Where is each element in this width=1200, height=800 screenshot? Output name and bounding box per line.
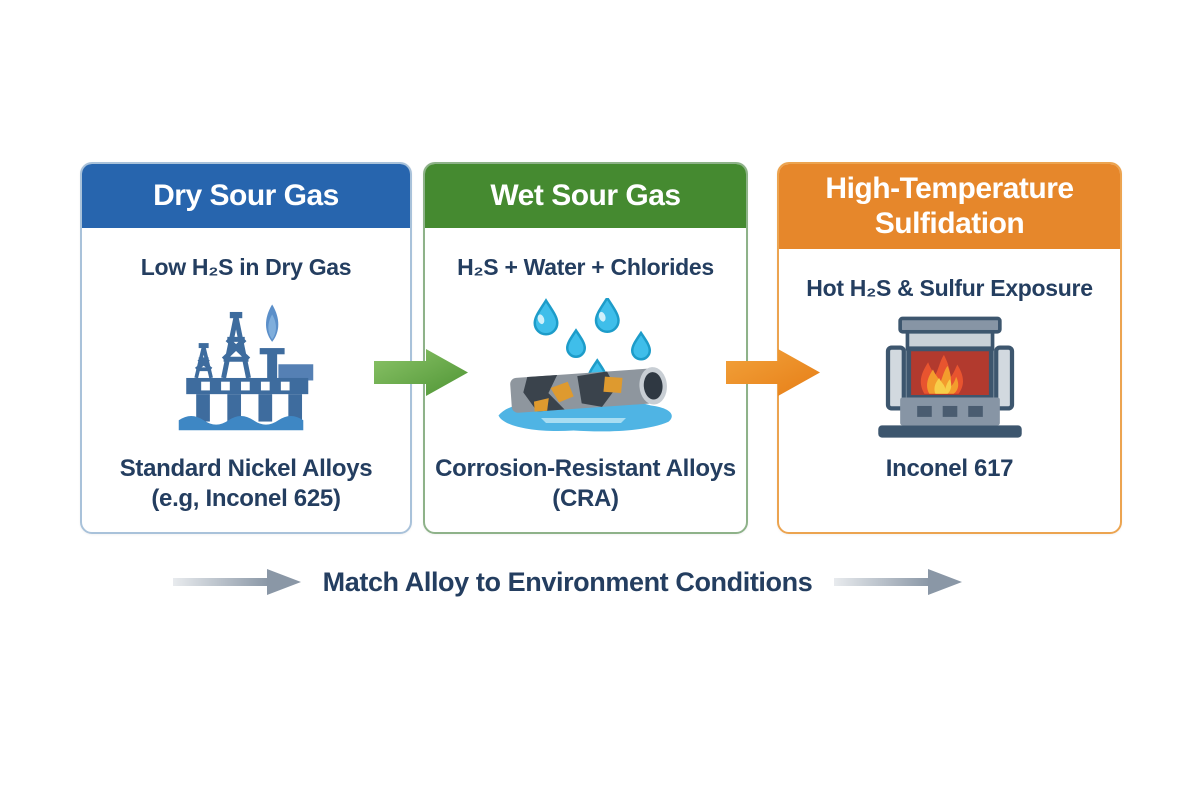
banner-right-arrow-icon: [834, 569, 963, 595]
flow-arrow-green-icon: [374, 349, 468, 396]
card-dry-sour-gas: Dry Sour Gas Low H₂S in Dry Gas: [80, 162, 412, 534]
alloy-line-1: Standard Nickel Alloys: [119, 455, 373, 482]
card-alloy-wet-sour-gas: Corrosion-Resistant Alloys (CRA): [425, 454, 746, 532]
oil-platform-icon: [82, 281, 410, 454]
banner-left-arrow-icon: [172, 569, 301, 595]
card-wet-sour-gas: Wet Sour Gas H₂S + Water + Chlorides: [423, 162, 748, 534]
corroded-pipe-icon: [425, 281, 746, 454]
bottom-banner: Match Alloy to Environment Conditions: [0, 558, 1135, 606]
card-alloy-high-temperature-sulfidation: Inconel 617: [779, 454, 1120, 532]
alloy-line-2: (e.g, Inconel 625): [151, 485, 341, 512]
alloy-line-2: (CRA): [552, 485, 619, 512]
card-subtitle-wet-sour-gas: H₂S + Water + Chlorides: [457, 254, 714, 280]
alloy-line-1: Corrosion-Resistant Alloys: [435, 455, 736, 482]
card-subtitle-high-temperature-sulfidation: Hot H₂S & Sulfur Exposure: [806, 275, 1093, 301]
card-title-wet-sour-gas: Wet Sour Gas: [425, 164, 746, 228]
alloy-line-1: Inconel 617: [885, 455, 1014, 482]
flow-arrow-orange-icon: [726, 349, 820, 396]
banner-text: Match Alloy to Environment Conditions: [322, 566, 813, 597]
card-alloy-dry-sour-gas: Standard Nickel Alloys (e.g, Inconel 625…: [82, 454, 410, 532]
card-subtitle-dry-sour-gas: Low H₂S in Dry Gas: [140, 254, 352, 280]
card-title-dry-sour-gas: Dry Sour Gas: [82, 164, 410, 228]
furnace-icon: [779, 302, 1120, 454]
card-title-high-temperature-sulfidation: High-Temperature Sulfidation: [779, 164, 1120, 249]
card-high-temperature-sulfidation: High-Temperature Sulfidation Hot H₂S & S…: [777, 162, 1122, 534]
